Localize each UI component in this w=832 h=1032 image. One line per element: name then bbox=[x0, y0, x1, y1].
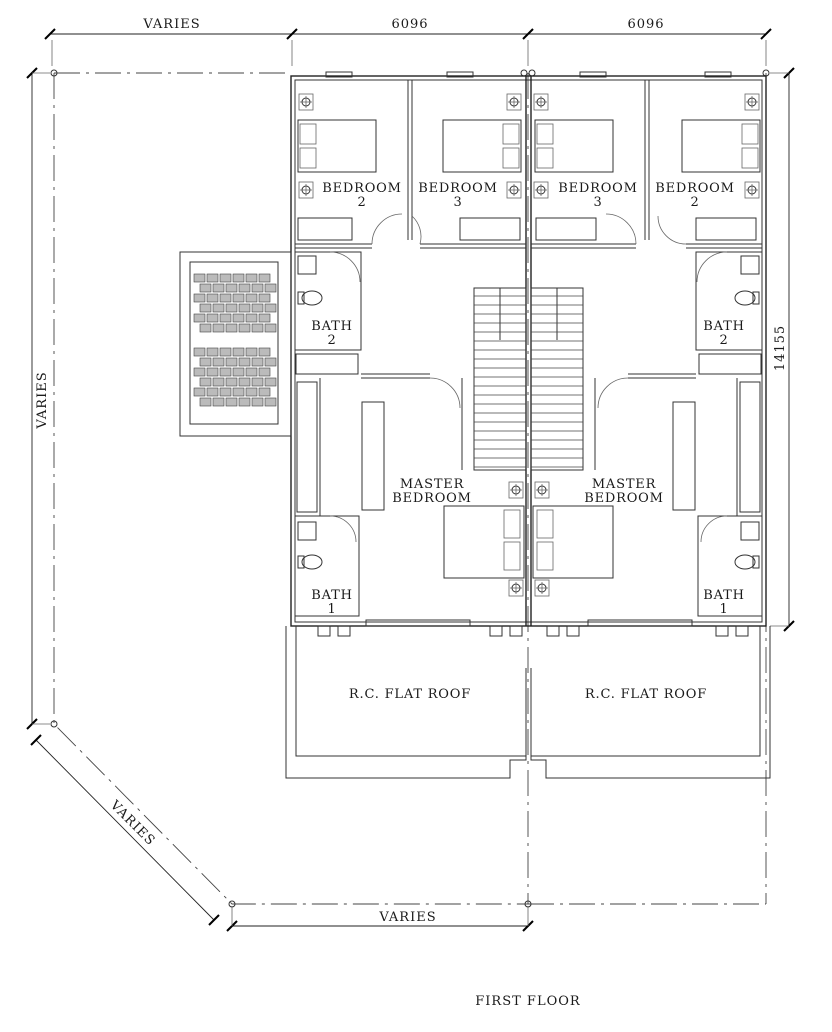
label-bedroom2-right: BEDROOM bbox=[655, 181, 734, 196]
bedside-lamps bbox=[298, 93, 760, 597]
label-bedroom3-left: BEDROOM bbox=[418, 181, 497, 196]
diagonal-dimension bbox=[30, 734, 220, 926]
dim-top-left: VARIES bbox=[142, 17, 200, 32]
label-bath2-left: BATH bbox=[311, 319, 352, 334]
label-bedroom3-right: BEDROOM bbox=[558, 181, 637, 196]
dim-left: VARIES bbox=[35, 371, 50, 429]
label-roof-left: R.C. FLAT ROOF bbox=[349, 687, 471, 702]
label-bedroom2-right-num: 2 bbox=[690, 195, 699, 210]
dim-right: 14155 bbox=[773, 325, 788, 371]
door-swings bbox=[329, 213, 728, 543]
label-master-right: MASTER bbox=[592, 477, 657, 492]
label-bath2-left-num: 2 bbox=[327, 333, 336, 348]
dim-bottom: VARIES bbox=[378, 910, 436, 925]
dim-diagonal: VARIES bbox=[106, 797, 158, 849]
right-dimension bbox=[770, 67, 795, 632]
label-roof-right: R.C. FLAT ROOF bbox=[585, 687, 707, 702]
windows bbox=[317, 71, 749, 637]
bottom-dimension bbox=[226, 906, 534, 932]
wardrobes bbox=[295, 217, 762, 513]
label-bedroom3-right-num: 3 bbox=[593, 195, 602, 210]
label-bedroom2-left: BEDROOM bbox=[322, 181, 401, 196]
label-master-left: MASTER bbox=[400, 477, 465, 492]
label-bath1-left: BATH bbox=[311, 588, 352, 603]
left-dimension bbox=[26, 67, 50, 730]
bath-fixtures bbox=[297, 255, 760, 570]
label-bath1-right: BATH bbox=[703, 588, 744, 603]
label-master-right-2: BEDROOM bbox=[584, 491, 663, 506]
room-labels: BEDROOM 2 BEDROOM 3 BEDROOM 3 BEDROOM 2 … bbox=[311, 181, 744, 702]
label-master-left-2: BEDROOM bbox=[392, 491, 471, 506]
drawing-title: FIRST FLOOR bbox=[475, 994, 581, 1009]
label-bath2-right: BATH bbox=[703, 319, 744, 334]
staircase bbox=[461, 287, 596, 471]
label-bath2-right-num: 2 bbox=[719, 333, 728, 348]
top-dimension bbox=[44, 28, 772, 66]
dim-top-mid-right: 6096 bbox=[627, 17, 664, 32]
label-bedroom2-left-num: 2 bbox=[357, 195, 366, 210]
label-bath1-right-num: 1 bbox=[719, 602, 728, 617]
dim-top-mid-left: 6096 bbox=[391, 17, 428, 32]
beds bbox=[297, 119, 761, 579]
terrace bbox=[179, 251, 292, 437]
label-bath1-left-num: 1 bbox=[327, 602, 336, 617]
label-bedroom3-left-num: 3 bbox=[453, 195, 462, 210]
